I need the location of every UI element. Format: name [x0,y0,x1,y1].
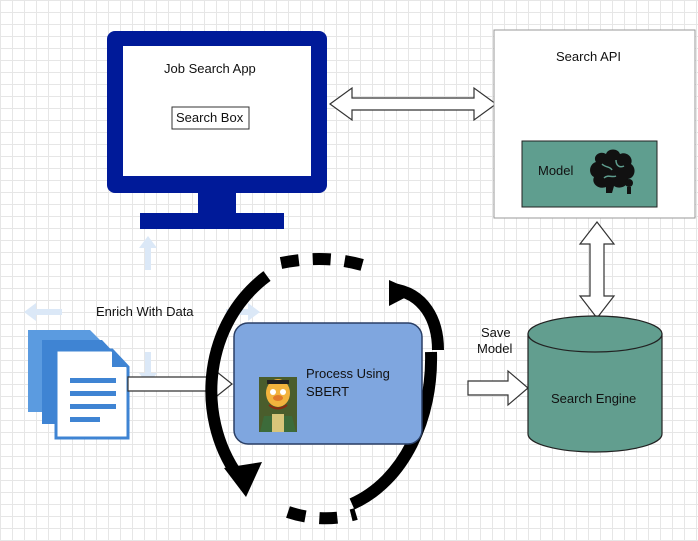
search-api-title: Search API [556,49,621,64]
enrich-label: Enrich With Data [96,304,194,319]
model-box [521,140,658,208]
process-line1: Process Using [306,366,390,381]
documents-icon [28,330,130,440]
double-arrow-horizontal [328,86,498,122]
model-save-label: Model [477,341,513,356]
process-line2: SBERT [306,384,349,399]
model-label: Model [538,163,574,178]
save-label: Save [481,325,511,340]
cycle-icon [205,253,444,525]
monitor-title: Job Search App [164,61,256,76]
search-box [171,106,250,130]
search-box-label: Search Box [176,110,244,125]
double-arrow-vertical [578,221,616,319]
database-icon [527,315,663,453]
arrow-process-to-engine [467,369,529,407]
brain-icon [590,149,635,194]
engine-label: Search Engine [551,391,636,406]
bert-avatar [259,377,297,432]
